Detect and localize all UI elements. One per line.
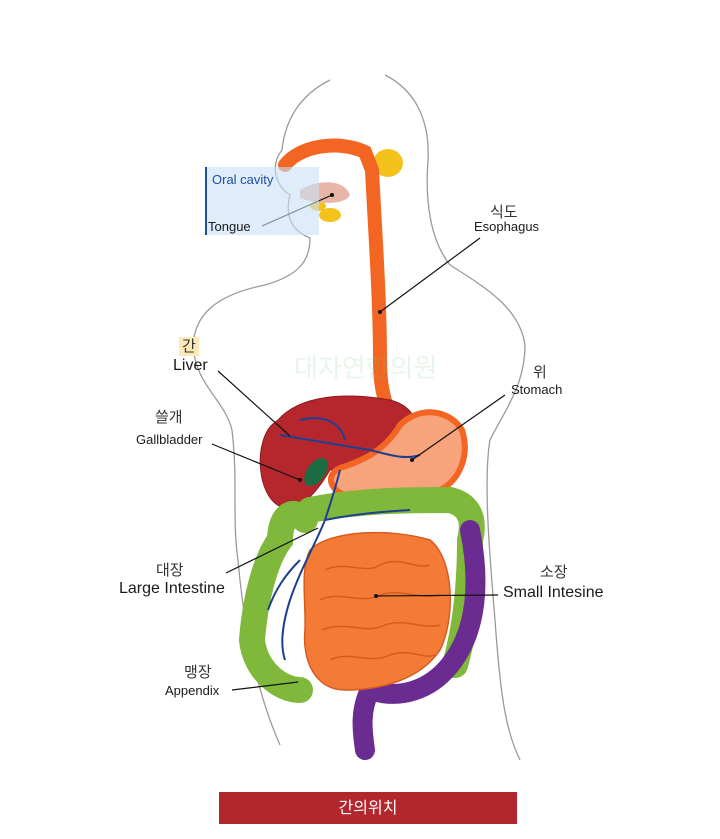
esophagus-label-ko: 식도 <box>490 204 518 221</box>
esophagus-tube <box>278 138 407 432</box>
oral-cavity-highlight <box>205 167 319 235</box>
watermark: 대자연한의원 <box>294 354 438 384</box>
pointer-dot <box>410 458 414 462</box>
small-intestine-label-ko: 소장 <box>540 564 568 581</box>
appendix-label-en: Appendix <box>165 683 220 698</box>
pointer-dots <box>298 193 414 598</box>
stomach-label-en: Stomach <box>511 382 563 397</box>
pointer-dot <box>374 594 378 598</box>
pointer-large-intestine <box>225 527 319 574</box>
gallbladder-label-en: Gallbladder <box>136 432 203 447</box>
small-intestine-label-en: Small Intesine <box>503 584 604 601</box>
gallbladder-shape <box>304 457 328 487</box>
pointer-stomach <box>411 394 506 461</box>
large-intestine-label-en: Large Intestine <box>119 580 225 597</box>
pointer-small-intestine <box>375 594 499 597</box>
caption-text: 간의위치 <box>338 798 398 817</box>
pointer-liver <box>217 370 291 437</box>
pointer-appendix <box>231 681 299 691</box>
salivary-gland <box>319 208 341 222</box>
liver-label-en: Liver <box>173 357 208 374</box>
appendix-label-ko: 맹장 <box>184 664 212 681</box>
pointer-dot <box>378 310 382 314</box>
esophagus-label-en: Esophagus <box>474 219 540 234</box>
rectum-shape <box>352 520 486 760</box>
intestine-folds <box>319 560 441 661</box>
pointer-gallbladder <box>211 443 301 481</box>
stomach-label-ko: 위 <box>533 364 547 381</box>
salivary-gland <box>373 149 403 177</box>
liver-label-highlight <box>179 337 199 356</box>
pointer-dot <box>298 478 302 482</box>
pointer-esophagus <box>379 237 481 313</box>
small-intestine-shape <box>303 531 451 691</box>
tongue-label: Tongue <box>208 219 251 234</box>
oral-cavity-label: Oral cavity <box>212 172 274 187</box>
large-intestine-label-ko: 대장 <box>156 562 184 579</box>
gallbladder-label-ko: 쓸개 <box>155 409 183 426</box>
pointer-dot <box>330 193 334 197</box>
liver-label-ko: 간 <box>182 338 196 355</box>
blood-vessels <box>267 417 421 661</box>
caption-banner <box>219 792 517 824</box>
